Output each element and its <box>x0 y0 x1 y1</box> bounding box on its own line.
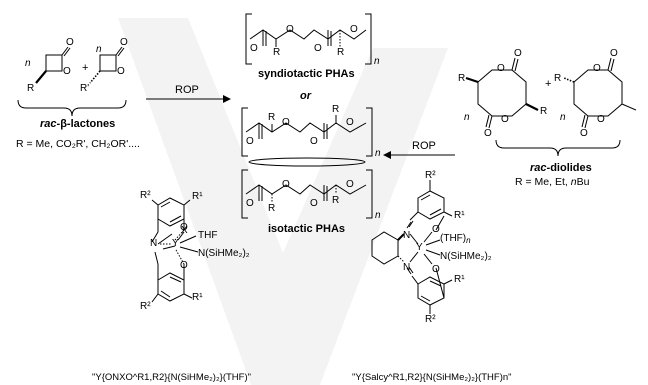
atom-r: R <box>273 47 281 58</box>
atom-r: R <box>332 104 340 115</box>
diolide-r: R <box>458 73 466 84</box>
salcy-caption: "Y{Salcy^R1,R2}{N(SiHMe₂)₂}(THF)n" <box>352 372 512 383</box>
atom-r: R <box>332 195 340 206</box>
rop-top-label: ROP <box>175 84 199 96</box>
atom-y: Y <box>416 242 423 253</box>
atom-o: O <box>514 48 522 59</box>
lactone-n: n <box>25 58 31 69</box>
atom-o: O <box>432 264 440 275</box>
atom-o: O <box>282 179 290 190</box>
atom-r: R <box>268 203 276 214</box>
syndiotactic-polymer-bonds <box>245 13 372 65</box>
isotactic-label: isotactic PHAs <box>268 223 346 235</box>
atom-n: N <box>403 262 411 273</box>
lactone-r-prime: R' <box>80 83 90 94</box>
atom-o: O <box>597 114 605 125</box>
atom-r: R <box>268 112 276 123</box>
diolide-bonds <box>465 57 637 157</box>
atom-o: O <box>501 114 509 125</box>
atom-r1: R¹ <box>192 292 203 303</box>
atom-r1: R¹ <box>454 274 465 285</box>
rac-prefix: rac <box>40 118 57 130</box>
atom-o: O <box>246 198 254 209</box>
atom-o: O <box>246 136 254 147</box>
diolide-n: n <box>560 112 566 123</box>
lactone-bonds <box>17 46 127 117</box>
substituents-text: R = Me, Et, <box>515 176 571 188</box>
substituents-italic: n <box>570 176 577 188</box>
isotactic-polymer-2-bonds <box>241 169 373 219</box>
atom-o: O <box>346 179 354 190</box>
atom-o: O <box>580 128 588 139</box>
atom-o: O <box>66 37 74 48</box>
atom-o: O <box>310 198 318 209</box>
diolide-n: n <box>464 112 470 123</box>
atom-o: O <box>310 136 318 147</box>
lactones-suffix: -β-lactones <box>56 118 116 130</box>
atom-o: O <box>180 260 188 271</box>
thf-n-subscript: n <box>466 236 471 245</box>
plus-sign: + <box>82 62 89 74</box>
atom-r: R <box>337 47 345 58</box>
repeat-n: n <box>374 56 380 67</box>
atom-o: O <box>314 43 322 54</box>
onxo-caption: "Y{ONXO^R1,R2}{N(SiHMe₂)₂}(THF)" <box>92 372 251 383</box>
atom-y: Y <box>172 238 179 249</box>
repeat-n: n <box>375 148 381 159</box>
atom-r2: R² <box>140 190 151 201</box>
diolides-label: rac-diolides <box>530 162 592 175</box>
plus-sign: + <box>545 78 552 90</box>
diolides-substituents: R = Me, Et, nBu <box>515 176 589 189</box>
atom-r2: R² <box>425 170 436 181</box>
atom-r2: R² <box>140 301 151 312</box>
lactone-n: n <box>96 44 102 55</box>
atom-o: O <box>286 24 294 35</box>
atom-o: O <box>432 224 440 235</box>
atom-o: O <box>180 222 188 233</box>
or-label: or <box>300 90 311 102</box>
atom-o: O <box>117 66 125 77</box>
atom-n: N <box>403 230 411 241</box>
atom-o: O <box>593 63 601 74</box>
lactones-substituents: R = Me, CO₂R', CH₂OR'.... <box>16 138 140 150</box>
atom-r2: R² <box>425 314 436 325</box>
atom-o: O <box>346 117 354 128</box>
diolide-r: R <box>554 73 562 84</box>
amide-ligand: N(SiHMe₂)₂ <box>198 248 250 259</box>
rac-prefix: rac <box>530 162 547 174</box>
diolide-r: R <box>540 106 548 117</box>
atom-o: O <box>250 43 258 54</box>
lactones-label: rac-β-lactones <box>40 118 115 131</box>
atom-o: O <box>497 63 505 74</box>
rop-bottom-label: ROP <box>412 140 436 152</box>
atom-o: O <box>484 128 492 139</box>
atom-n: N <box>150 238 158 249</box>
atom-o: O <box>120 37 128 48</box>
isotactic-polymer-1-bonds <box>241 107 373 157</box>
repeat-n: n <box>375 210 381 221</box>
onxo-catalyst-bonds <box>151 197 199 303</box>
separator-ellipse <box>248 157 366 167</box>
atom-r1: R¹ <box>454 210 465 221</box>
thf-text: (THF) <box>440 233 467 244</box>
atom-o: O <box>282 117 290 128</box>
diolides-suffix: -diolides <box>546 162 592 174</box>
atom-r1: R¹ <box>192 191 203 202</box>
thf-n-ligand: (THF)n <box>440 233 471 246</box>
thf-ligand: THF <box>198 230 218 241</box>
atom-o: O <box>350 24 358 35</box>
amide-ligand: N(SiHMe₂)₂ <box>440 251 492 262</box>
lactone-r: R <box>27 83 35 94</box>
salcy-catalyst-bonds <box>371 180 453 314</box>
substituents-end: Bu <box>576 176 590 188</box>
atom-o: O <box>63 66 71 77</box>
atom-o: O <box>610 48 618 59</box>
syndiotactic-label: syndiotactic PHAs <box>258 68 355 80</box>
atom-x: X <box>181 225 188 236</box>
